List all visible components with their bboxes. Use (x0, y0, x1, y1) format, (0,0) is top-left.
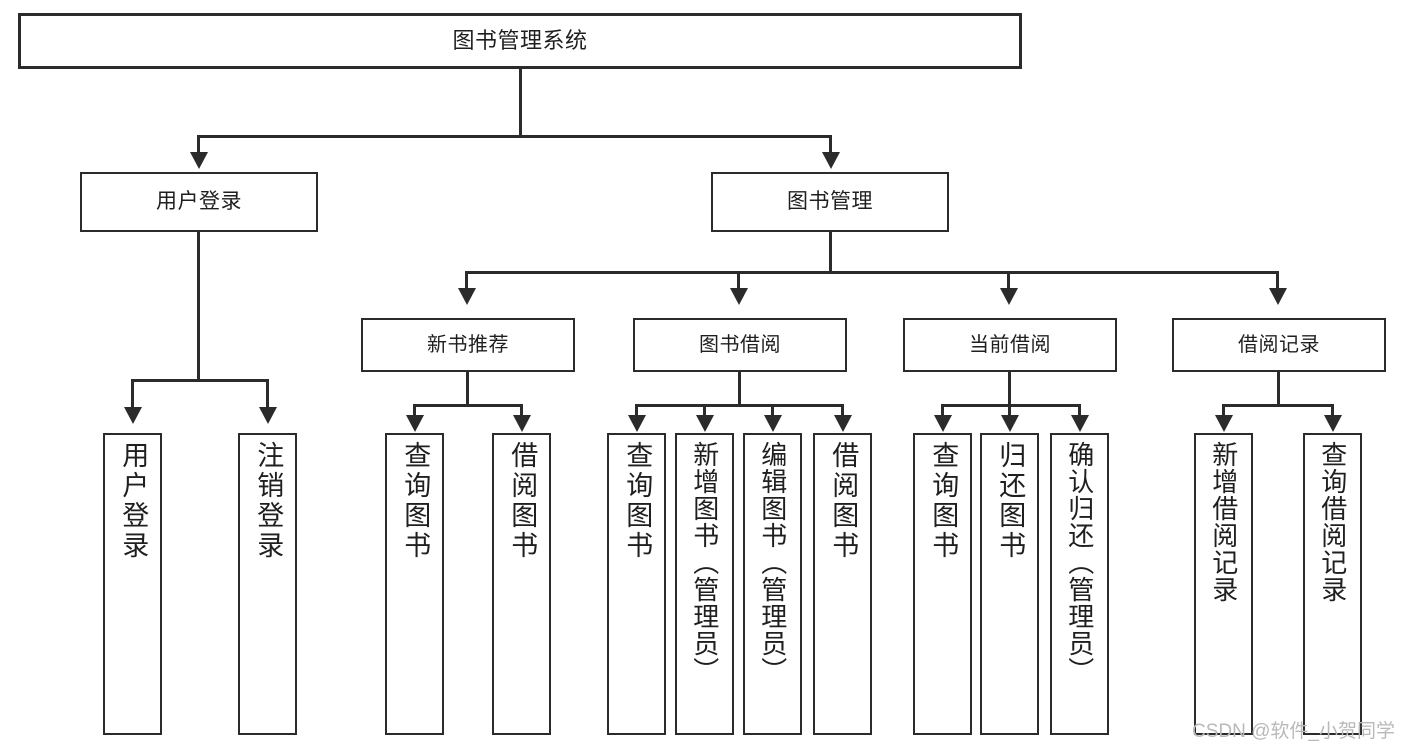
connector-borrow-record-stem (1277, 372, 1280, 407)
leaf-label: 用户登录 (118, 441, 149, 561)
connector-drop-leaf-user-login-1 (131, 379, 134, 410)
connector-drop-book-borrow (737, 271, 740, 291)
connector-current-borrow-bus (941, 404, 1081, 407)
leaf-new-book-query[interactable]: 查询图书 (385, 433, 444, 735)
node-borrow-record[interactable]: 借阅记录 (1172, 318, 1386, 372)
connector-drop-leaf-user-login-2 (266, 379, 269, 410)
connector-book-borrow-stem (738, 372, 741, 407)
arrow-leaf-user-login-1 (124, 407, 142, 424)
connector-drop-book-manage (829, 135, 832, 155)
connector-drop-leaf-book-borrow-4 (841, 404, 844, 418)
leaf-label: 确认归还（管理员） (1064, 441, 1095, 684)
leaf-user-login-login[interactable]: 用户登录 (103, 433, 162, 735)
leaf-label: 新增图书（管理员） (689, 441, 720, 684)
connector-drop-borrow-record (1276, 271, 1279, 291)
leaf-label: 归还图书 (995, 441, 1026, 561)
node-label: 借阅记录 (1238, 333, 1320, 356)
connector-drop-leaf-current-borrow-1 (941, 404, 944, 418)
arrow-user-login (190, 152, 208, 169)
connector-book-manage-stem (829, 232, 832, 274)
node-label: 图书管理系统 (452, 28, 588, 54)
leaf-label: 查询图书 (400, 441, 431, 561)
leaf-current-borrow-confirm[interactable]: 确认归还（管理员） (1050, 433, 1109, 735)
leaf-borrow-record-query[interactable]: 查询借阅记录 (1303, 433, 1362, 735)
arrow-leaf-current-borrow-2 (1001, 415, 1019, 432)
connector-new-book-bus (413, 404, 523, 407)
connector-drop-leaf-new-book-2 (520, 404, 523, 418)
leaf-label: 注销登录 (253, 441, 284, 561)
arrow-leaf-book-borrow-1 (628, 415, 646, 432)
leaf-book-borrow-edit[interactable]: 编辑图书（管理员） (743, 433, 802, 735)
node-user-login[interactable]: 用户登录 (80, 172, 318, 232)
arrow-new-book (458, 288, 476, 305)
leaf-label: 查询借阅记录 (1317, 441, 1348, 603)
arrow-leaf-new-book-2 (513, 415, 531, 432)
connector-drop-new-book (465, 271, 468, 291)
connector-root-stem (519, 69, 522, 137)
leaf-label: 新增借阅记录 (1208, 441, 1239, 603)
arrow-book-manage (822, 152, 840, 169)
connector-level3-bus (465, 271, 1279, 274)
node-new-book-recommend[interactable]: 新书推荐 (361, 318, 575, 372)
connector-user-login-stem (197, 232, 200, 382)
connector-drop-leaf-current-borrow-3 (1078, 404, 1081, 418)
connector-drop-leaf-book-borrow-3 (771, 404, 774, 418)
connector-drop-leaf-current-borrow-2 (1008, 404, 1011, 418)
arrow-leaf-new-book-1 (406, 415, 424, 432)
arrow-book-borrow (730, 288, 748, 305)
leaf-label: 借阅图书 (507, 441, 538, 561)
connector-book-borrow-bus (635, 404, 844, 407)
arrow-leaf-borrow-record-1 (1215, 415, 1233, 432)
node-label: 图书管理 (787, 189, 873, 213)
connector-borrow-record-bus (1222, 404, 1334, 407)
node-label: 用户登录 (156, 189, 242, 213)
leaf-label: 借阅图书 (828, 441, 859, 561)
leaf-label: 查询图书 (622, 441, 653, 561)
arrow-current-borrow (1000, 288, 1018, 305)
leaf-borrow-record-add[interactable]: 新增借阅记录 (1194, 433, 1253, 735)
connector-drop-leaf-borrow-record-1 (1222, 404, 1225, 418)
connector-level2-bus (197, 135, 832, 138)
connector-drop-leaf-book-borrow-1 (635, 404, 638, 418)
connector-user-login-bus (131, 379, 269, 382)
leaf-book-borrow-borrow[interactable]: 借阅图书 (813, 433, 872, 735)
connector-new-book-stem (466, 372, 469, 407)
connector-drop-leaf-new-book-1 (413, 404, 416, 418)
arrow-leaf-current-borrow-1 (934, 415, 952, 432)
node-book-manage[interactable]: 图书管理 (711, 172, 949, 232)
node-label: 图书借阅 (699, 333, 781, 356)
connector-current-borrow-stem (1008, 372, 1011, 407)
node-label: 当前借阅 (969, 333, 1051, 356)
leaf-current-borrow-return[interactable]: 归还图书 (980, 433, 1039, 735)
leaf-user-login-logout[interactable]: 注销登录 (238, 433, 297, 735)
leaf-book-borrow-add[interactable]: 新增图书（管理员） (675, 433, 734, 735)
connector-drop-leaf-borrow-record-2 (1331, 404, 1334, 418)
connector-drop-user-login (197, 135, 200, 155)
node-current-borrow[interactable]: 当前借阅 (903, 318, 1117, 372)
arrow-leaf-book-borrow-4 (834, 415, 852, 432)
connector-drop-current-borrow (1007, 271, 1010, 291)
leaf-current-borrow-query[interactable]: 查询图书 (913, 433, 972, 735)
arrow-leaf-user-login-2 (259, 407, 277, 424)
arrow-leaf-borrow-record-2 (1324, 415, 1342, 432)
leaf-book-borrow-query[interactable]: 查询图书 (607, 433, 666, 735)
arrow-borrow-record (1269, 288, 1287, 305)
arrow-leaf-book-borrow-2 (696, 415, 714, 432)
node-label: 新书推荐 (427, 333, 509, 356)
leaf-label: 编辑图书（管理员） (757, 441, 788, 684)
node-root-system[interactable]: 图书管理系统 (18, 13, 1022, 69)
node-book-borrow[interactable]: 图书借阅 (633, 318, 847, 372)
arrow-leaf-current-borrow-3 (1071, 415, 1089, 432)
connector-drop-leaf-book-borrow-2 (703, 404, 706, 418)
leaf-new-book-borrow[interactable]: 借阅图书 (492, 433, 551, 735)
arrow-leaf-book-borrow-3 (764, 415, 782, 432)
leaf-label: 查询图书 (928, 441, 959, 561)
